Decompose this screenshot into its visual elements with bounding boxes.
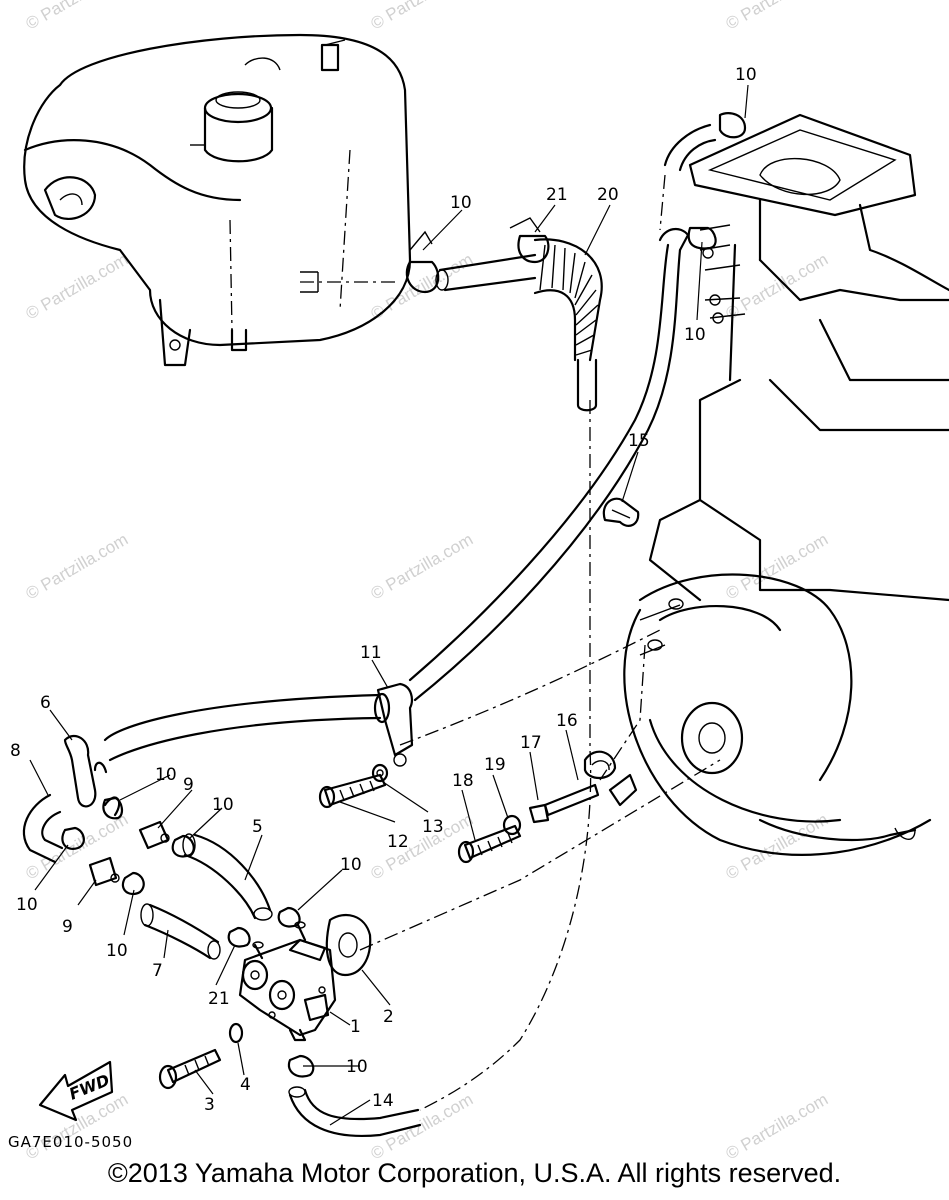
watermark-layer: © Partzilla.com © Partzilla.com © Partzill… bbox=[23, 0, 832, 1163]
callout-10a: 10 bbox=[735, 65, 757, 85]
watermark-8: © Partzilla.com bbox=[723, 530, 832, 604]
hose-7[interactable] bbox=[140, 903, 221, 960]
callout-17: 17 bbox=[520, 733, 542, 753]
hose-6[interactable] bbox=[63, 734, 108, 808]
callout-16: 16 bbox=[556, 711, 578, 731]
callout-5: 5 bbox=[252, 817, 263, 837]
callout-12: 12 bbox=[387, 832, 409, 852]
pump-delivery-hose-upper[interactable] bbox=[658, 111, 747, 252]
callout-10g: 10 bbox=[16, 895, 38, 915]
watermark-0: © Partzilla.com bbox=[23, 0, 132, 33]
callout-13: 13 bbox=[422, 817, 444, 837]
callout-20: 20 bbox=[597, 185, 619, 205]
gasket-2[interactable] bbox=[325, 913, 372, 977]
watermark-5: © Partzilla.com bbox=[723, 250, 832, 324]
washer-19[interactable] bbox=[502, 814, 522, 836]
oil-pump-1[interactable] bbox=[238, 921, 337, 1042]
callout-10b: 10 bbox=[450, 193, 472, 213]
callout-11: 11 bbox=[360, 643, 382, 663]
leader-lines bbox=[29, 84, 749, 1126]
long-hoses[interactable] bbox=[103, 243, 684, 781]
callout-8: 8 bbox=[10, 741, 21, 761]
copyright-notice: ©2013 Yamaha Motor Corporation, U.S.A. A… bbox=[107, 1158, 842, 1188]
washer-13[interactable] bbox=[371, 763, 389, 783]
watermark-6: © Partzilla.com bbox=[23, 530, 132, 604]
oil-tank[interactable] bbox=[23, 33, 412, 367]
hose-clamps-upper[interactable] bbox=[405, 217, 550, 294]
bolt-12[interactable] bbox=[318, 773, 387, 809]
callout-1: 1 bbox=[350, 1017, 361, 1037]
bolt-18[interactable] bbox=[457, 824, 522, 864]
callout-4: 4 bbox=[240, 1075, 251, 1095]
callout-10f: 10 bbox=[340, 855, 362, 875]
callout-3: 3 bbox=[204, 1095, 215, 1115]
oil-pump-fittings-9[interactable] bbox=[88, 820, 170, 887]
watermark-2: © Partzilla.com bbox=[723, 0, 832, 33]
callout-10d: 10 bbox=[155, 765, 177, 785]
callout-labels: 1 2 3 4 5 6 7 8 9 9 10 10 10 10 10 10 10… bbox=[10, 65, 757, 1115]
bracket-16[interactable] bbox=[543, 750, 638, 817]
diagram-code: GA7E010-5050 bbox=[8, 1133, 134, 1151]
watermark-1: © Partzilla.com bbox=[368, 0, 477, 33]
callout-9a: 9 bbox=[183, 775, 194, 795]
small-clamps-10[interactable] bbox=[61, 796, 315, 1078]
hose-14[interactable] bbox=[288, 1086, 422, 1137]
hose-20[interactable] bbox=[435, 238, 603, 412]
routing-line-20 bbox=[419, 400, 592, 1111]
watermark-14: © Partzilla.com bbox=[723, 1090, 832, 1164]
bolt-3[interactable] bbox=[158, 1048, 222, 1090]
callout-9b: 9 bbox=[62, 917, 73, 937]
callout-2: 2 bbox=[383, 1007, 394, 1027]
hose-5[interactable] bbox=[182, 833, 273, 921]
callout-19: 19 bbox=[484, 755, 506, 775]
callout-21a: 21 bbox=[546, 185, 568, 205]
callout-10h: 10 bbox=[106, 941, 128, 961]
callout-15: 15 bbox=[628, 431, 650, 451]
watermark-3: © Partzilla.com bbox=[23, 250, 132, 324]
callout-10i: 10 bbox=[346, 1057, 368, 1077]
hose-clamp-11[interactable] bbox=[373, 682, 414, 767]
callout-21b: 21 bbox=[208, 989, 230, 1009]
hose-clip-15[interactable] bbox=[602, 497, 640, 527]
routing-line-pump bbox=[359, 759, 721, 951]
washer-4[interactable] bbox=[228, 1022, 244, 1044]
watermark-7: © Partzilla.com bbox=[368, 530, 477, 604]
collar-17[interactable] bbox=[528, 803, 550, 824]
callout-18: 18 bbox=[452, 771, 474, 791]
callout-10c: 10 bbox=[684, 325, 706, 345]
callout-7: 7 bbox=[152, 961, 163, 981]
callout-6: 6 bbox=[40, 693, 51, 713]
callout-10e: 10 bbox=[212, 795, 234, 815]
callout-14: 14 bbox=[372, 1091, 394, 1111]
engine-block[interactable] bbox=[623, 113, 949, 856]
